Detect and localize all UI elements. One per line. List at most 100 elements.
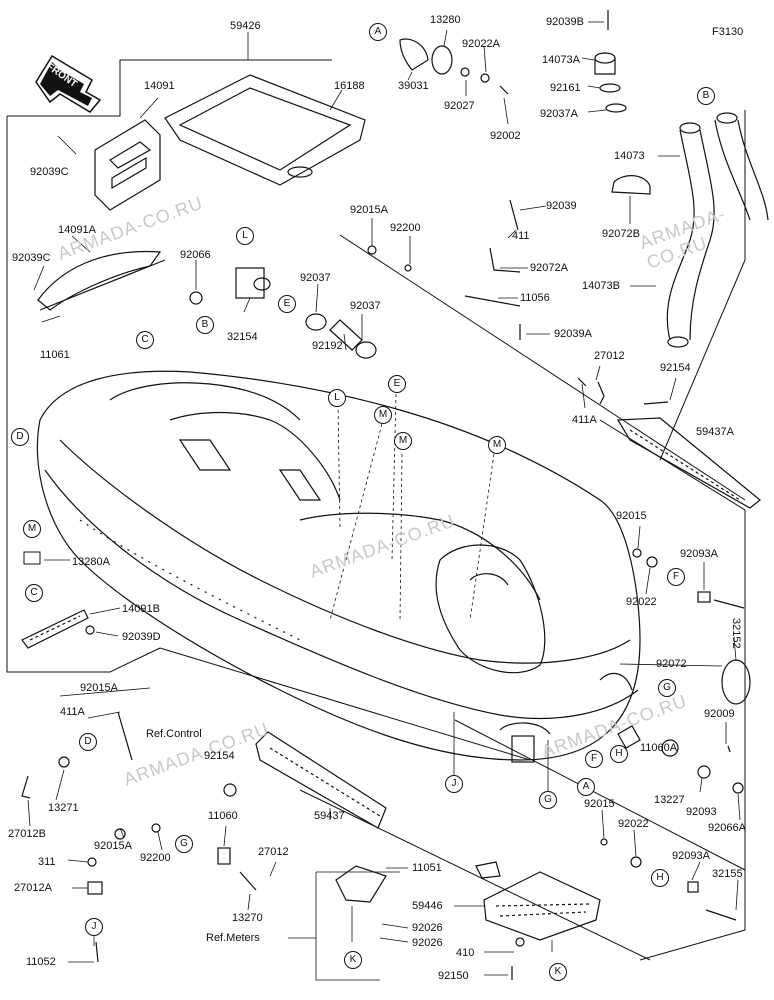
part-label: 92039A: [554, 328, 592, 340]
part-label: 92015: [616, 510, 647, 522]
part-label: 16188: [334, 80, 365, 92]
part-label: 14073A: [542, 54, 580, 66]
part-label: 39031: [398, 80, 429, 92]
callout-b: B: [697, 87, 715, 105]
callout-m: M: [23, 520, 41, 538]
part-label: 11061: [40, 349, 70, 361]
part-label: 13227: [654, 794, 685, 806]
rail-14091B: [21, 609, 95, 649]
hatch-cover-14091: [94, 119, 161, 211]
assembly-frame: [6, 116, 161, 673]
part-label: 92039: [546, 200, 577, 212]
callout-a: A: [577, 778, 595, 796]
part-label: 92022A: [462, 38, 500, 50]
callout-c: C: [136, 331, 154, 349]
part-label: Ref.Meters: [206, 932, 260, 944]
part-label: 27012B: [8, 828, 46, 840]
callout-j: J: [445, 775, 463, 793]
callout-e: E: [388, 375, 406, 393]
part-label: 92150: [438, 970, 469, 982]
part-label: 14091A: [58, 224, 96, 236]
part-label: Ref.Control: [146, 728, 202, 740]
part-label: 92022: [626, 596, 657, 608]
part-label: 92093A: [672, 850, 710, 862]
part-label: 92093: [686, 806, 717, 818]
part-label: 92161: [550, 82, 581, 94]
part-label: 92066A: [708, 822, 746, 834]
callout-f: F: [667, 568, 685, 586]
part-label: 27012A: [14, 882, 52, 894]
part-label: 92039B: [546, 16, 584, 28]
part-label: 13270: [232, 912, 263, 924]
callout-j: J: [85, 918, 103, 936]
duct-pipe-14073: [666, 112, 769, 348]
callout-k: K: [549, 963, 567, 981]
part-label: 92200: [140, 852, 171, 864]
part-label: 92039C: [12, 252, 51, 264]
bracket-32154: [189, 267, 377, 359]
part-label: 92026: [412, 922, 443, 934]
part-label: 27012: [594, 350, 625, 362]
part-label: 92015A: [350, 204, 388, 216]
callout-e: E: [278, 295, 296, 313]
callout-c: C: [25, 584, 43, 602]
part-label: 59426: [230, 20, 261, 32]
callout-m: M: [394, 432, 412, 450]
part-label: 92022: [618, 818, 649, 830]
part-label: 92154: [204, 750, 235, 762]
misc-fasteners: [367, 199, 669, 405]
hull-body: [36, 370, 641, 763]
callout-f: F: [585, 750, 603, 768]
callout-d: D: [11, 428, 29, 446]
part-label: 92015: [584, 798, 615, 810]
part-label: 11051: [412, 862, 442, 874]
part-label: 92154: [660, 362, 691, 374]
leader-lines: [27, 21, 741, 981]
label-13280A: [23, 551, 41, 565]
callout-l: L: [236, 227, 254, 245]
part-label: 32154: [227, 331, 258, 343]
part-label: 32155: [712, 868, 743, 880]
part-label: 92200: [390, 222, 421, 234]
strake-59437: [255, 731, 387, 829]
part-label: 14091B: [122, 603, 160, 615]
strap-92072: [721, 659, 751, 705]
callout-a: A: [369, 23, 387, 41]
part-label: 14073B: [582, 280, 620, 292]
callout-m: M: [374, 406, 392, 424]
figure-code: F3130: [712, 26, 744, 38]
callout-g: G: [539, 791, 557, 809]
clamp-92072B: [611, 175, 651, 195]
part-label: 11060A: [640, 742, 678, 754]
callout-g: G: [175, 835, 193, 853]
callout-l: L: [328, 389, 346, 407]
part-label: 92072A: [530, 262, 568, 274]
part-label: 92009: [704, 708, 735, 720]
part-label: 11060: [208, 810, 238, 822]
part-label: 92027: [444, 100, 475, 112]
part-label: 92072B: [602, 228, 640, 240]
part-label: 311: [38, 856, 56, 868]
part-label: 411A: [572, 414, 597, 426]
part-label: 14091: [144, 80, 175, 92]
strake-59437A: [616, 417, 761, 509]
control-cable-parts: [21, 711, 525, 980]
part-label: 92037: [350, 300, 381, 312]
callout-b: B: [196, 316, 214, 334]
callout-h: H: [610, 745, 628, 763]
hood-14091A: [37, 250, 166, 311]
part-label: 13280: [430, 14, 461, 26]
part-label: 92037: [300, 272, 331, 284]
part-label: 92066: [180, 249, 211, 261]
part-label: 13271: [48, 802, 79, 814]
part-label: 411: [512, 230, 530, 242]
part-label: 92039D: [122, 631, 161, 643]
part-label: 11056: [520, 292, 550, 304]
part-label: 14073: [614, 150, 645, 162]
part-label: 92093A: [680, 548, 718, 560]
callout-k: K: [344, 951, 362, 969]
part-label: 59446: [412, 900, 443, 912]
part-label: 410: [456, 947, 475, 959]
callout-d: D: [79, 733, 97, 751]
